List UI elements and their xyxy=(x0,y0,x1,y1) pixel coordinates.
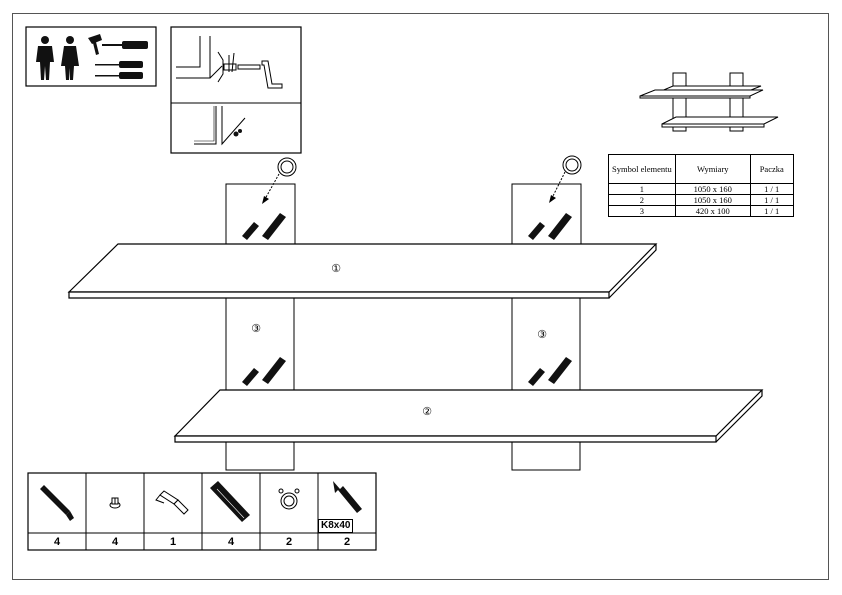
label-upright-right: ③ xyxy=(537,328,547,341)
hw-qty: 2 xyxy=(343,536,351,548)
header-package: Paczka xyxy=(749,154,794,184)
cell-dims: 1050 x 160 xyxy=(674,194,751,206)
table-row: 2 1050 x 160 1 / 1 xyxy=(608,194,794,206)
allen-key-icon xyxy=(155,490,189,515)
hanger-ring-icon xyxy=(262,157,297,204)
upright-right xyxy=(511,155,582,471)
table-row: 3 420 x 100 1 / 1 xyxy=(608,205,794,217)
screwdriver-icon xyxy=(102,41,148,49)
wall-plug-icon xyxy=(210,481,250,522)
screw-icon xyxy=(548,213,572,240)
anchor-size-tag: K8x40 xyxy=(318,519,354,533)
wall-plug-icon xyxy=(528,368,545,386)
table-row: 1 1050 x 160 1 / 1 xyxy=(608,183,794,195)
cell-dims: 420 x 100 xyxy=(674,205,751,217)
wall-plug-icon xyxy=(242,222,259,240)
screw-icon xyxy=(40,485,74,521)
screw-icon xyxy=(262,213,286,240)
cell-dims: 1050 x 160 xyxy=(674,183,751,195)
hanger-ring-icon xyxy=(549,155,582,203)
wall-plug-icon xyxy=(242,368,259,386)
shelf-top xyxy=(67,243,658,299)
screw-icon xyxy=(548,357,572,384)
header-dimensions: Wymiary xyxy=(674,154,751,184)
anchor-bolt-icon xyxy=(333,481,362,513)
hardware-grid xyxy=(27,472,377,551)
label-shelf-bottom: ② xyxy=(422,405,432,418)
cell-symbol: 1 xyxy=(608,183,676,195)
person-icon xyxy=(61,36,79,80)
hw-qty: 2 xyxy=(285,536,293,548)
label-shelf-top: ① xyxy=(331,262,341,275)
tools-box xyxy=(25,26,157,87)
person-icon xyxy=(36,36,54,80)
screw-icon xyxy=(262,357,286,384)
cell-pkg: 1 / 1 xyxy=(749,205,794,217)
screwdriver-icon xyxy=(95,61,143,79)
detail-box xyxy=(170,26,302,154)
hw-qty: 4 xyxy=(111,536,119,548)
cell-pkg: 1 / 1 xyxy=(749,194,794,206)
hammer-icon xyxy=(88,34,102,55)
upright-left xyxy=(225,157,297,471)
cell-symbol: 3 xyxy=(608,205,676,217)
wrench-icon xyxy=(261,60,283,89)
header-symbol: Symbol elementu xyxy=(608,154,676,184)
parts-table: Symbol elementu Wymiary Paczka 1 1050 x … xyxy=(608,154,794,217)
hw-qty: 4 xyxy=(53,536,61,548)
hanger-ring-icon xyxy=(278,488,300,510)
page-border xyxy=(12,13,829,580)
wall-plug-icon xyxy=(528,222,545,240)
shelf-preview-icon xyxy=(639,72,779,132)
hw-qty: 4 xyxy=(227,536,235,548)
label-upright-left: ③ xyxy=(251,322,261,335)
cell-pkg: 1 / 1 xyxy=(749,183,794,195)
cam-nut-icon xyxy=(109,497,121,509)
shelf-bottom xyxy=(173,389,764,443)
hw-qty: 1 xyxy=(169,536,177,548)
cell-symbol: 2 xyxy=(608,194,676,206)
